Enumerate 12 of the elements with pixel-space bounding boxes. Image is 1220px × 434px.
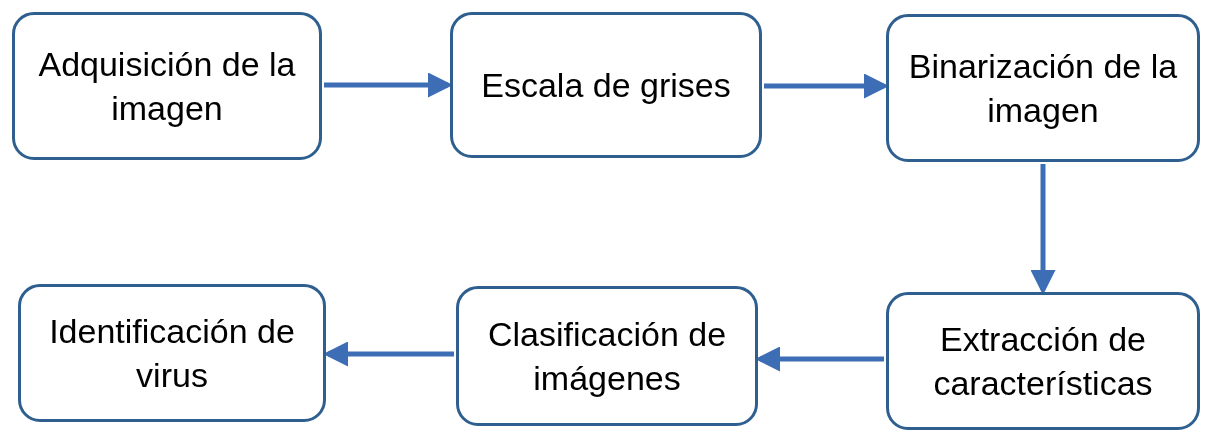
box-label: Clasificación de imágenes [486, 314, 728, 399]
box-label: Escala de grises [481, 65, 731, 106]
process-box [450, 12, 762, 158]
process-box [886, 292, 1200, 430]
box-label: Binarización de la imagen [907, 46, 1179, 131]
box-label: Identificación de virus [48, 311, 296, 396]
process-box [18, 284, 326, 422]
box-label: Extracción de características [932, 319, 1154, 404]
process-box [456, 286, 758, 426]
box-label: Adquisición de la imagen [37, 44, 297, 129]
process-box [886, 14, 1200, 162]
process-box [12, 12, 322, 160]
